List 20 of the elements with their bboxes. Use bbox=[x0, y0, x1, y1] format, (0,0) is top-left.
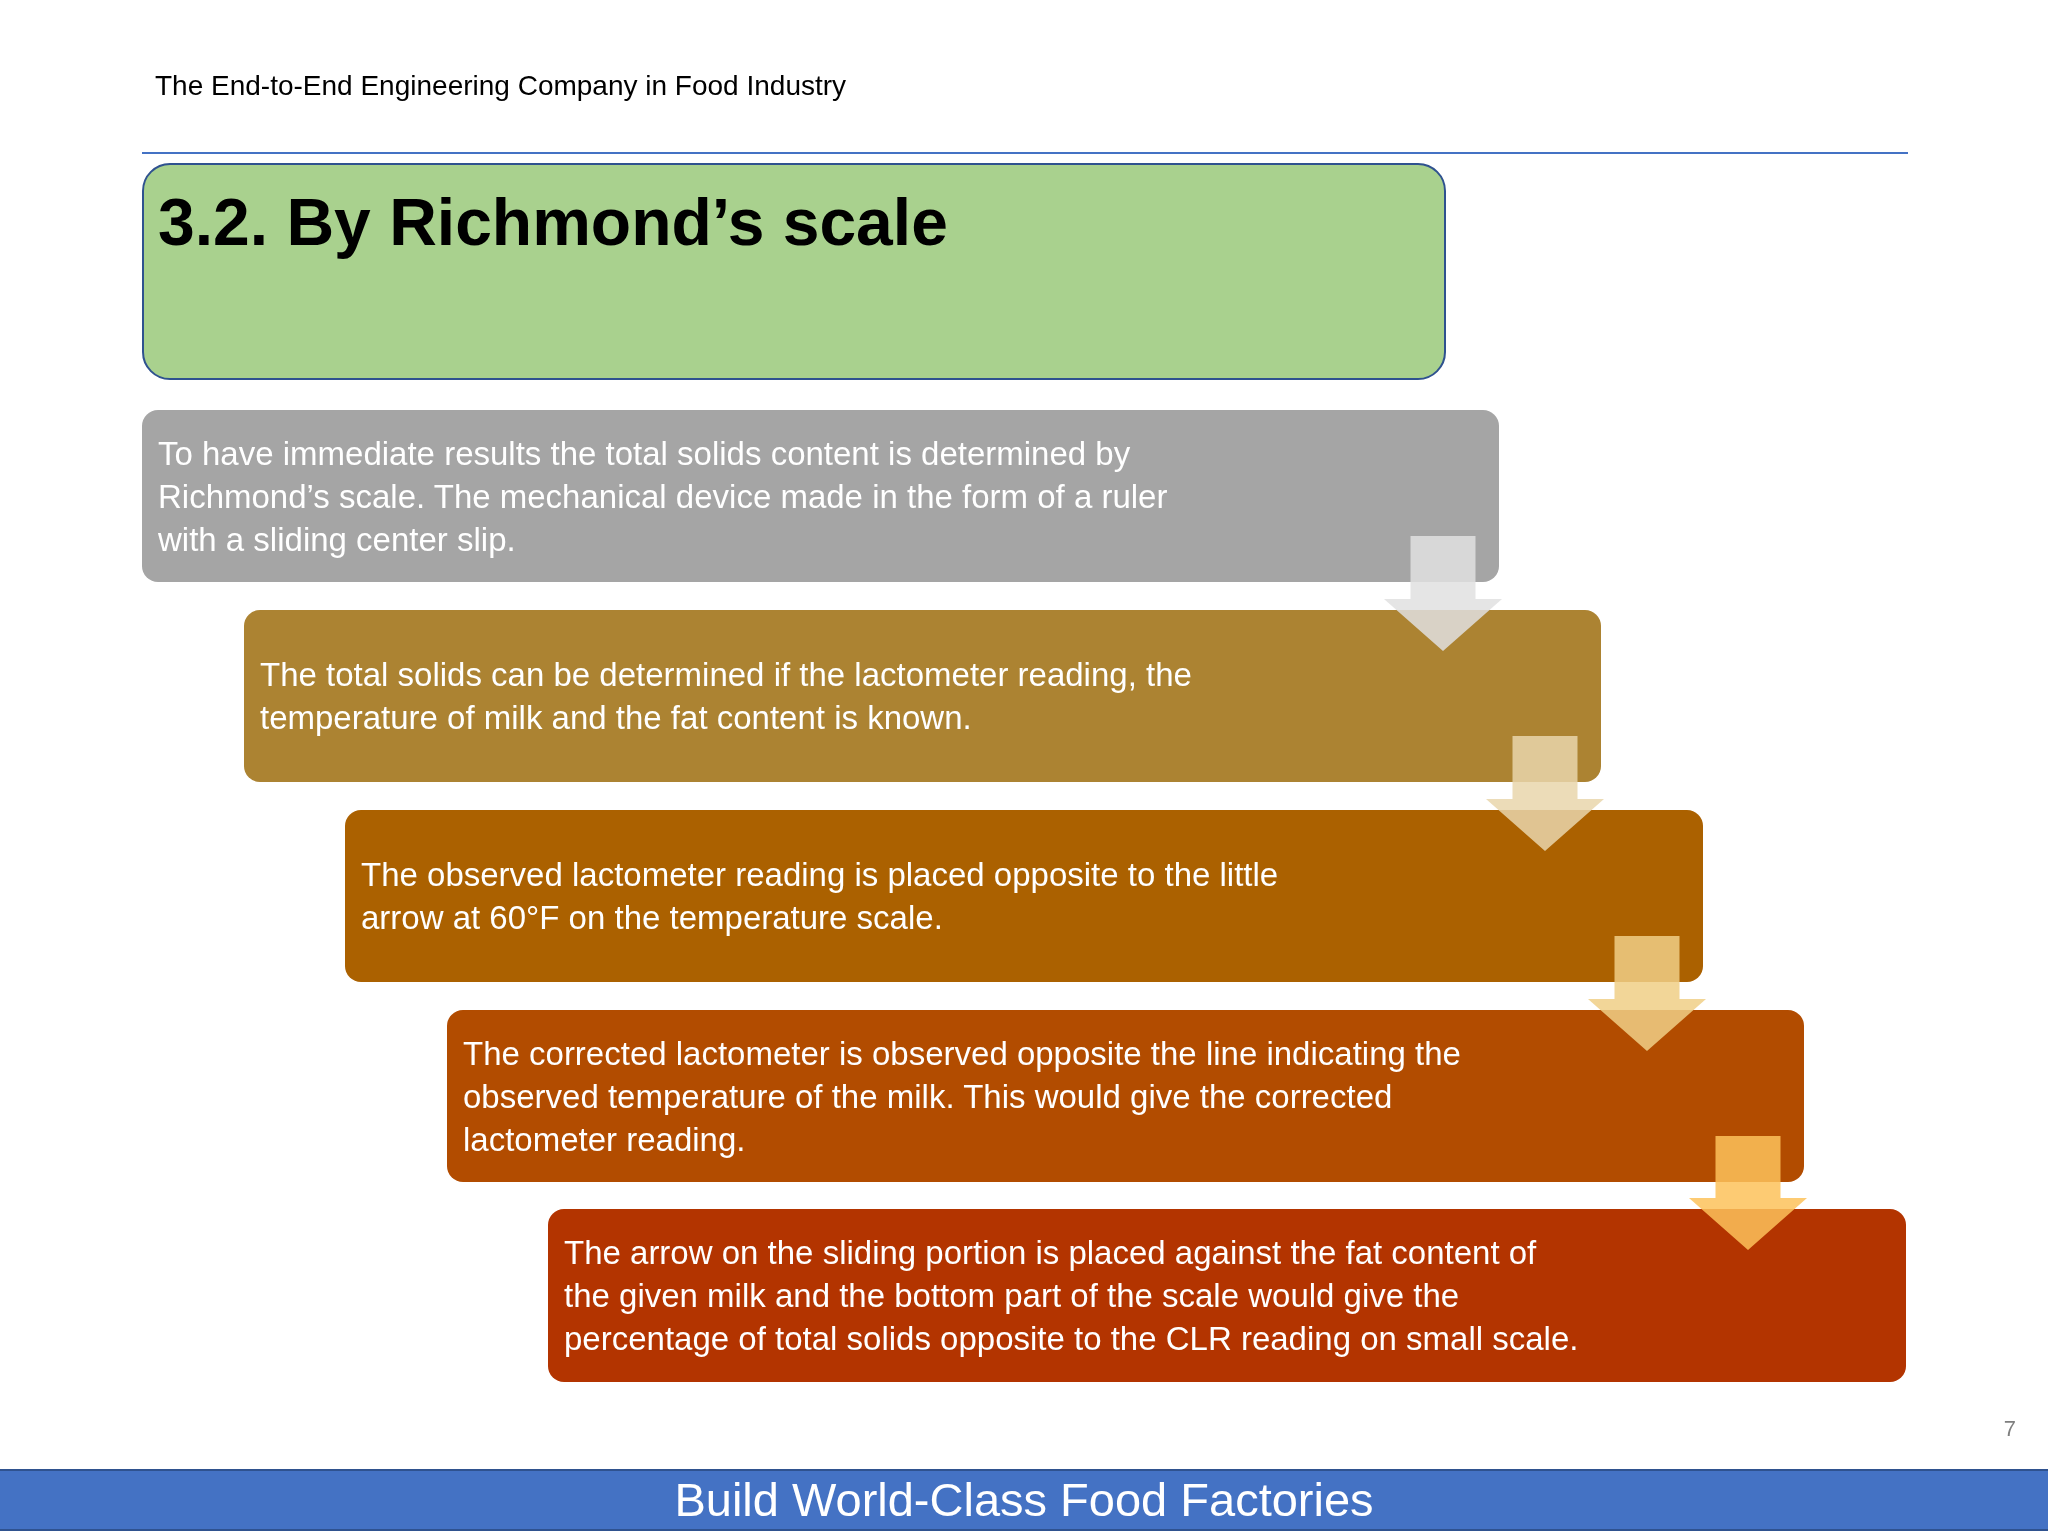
step-box bbox=[548, 1209, 1906, 1382]
footer-banner bbox=[0, 1469, 2048, 1531]
title-box bbox=[142, 163, 1446, 380]
footer-slogan: Build World-Class Food Factories bbox=[674, 1474, 1374, 1526]
step-box bbox=[447, 1010, 1804, 1182]
down-arrow bbox=[1486, 736, 1604, 851]
step-box bbox=[345, 810, 1703, 982]
step-box bbox=[244, 610, 1601, 782]
company-tagline: The End-to-End Engineering Company in Food Industry bbox=[155, 70, 847, 102]
step-text: The corrected lactometer is observed opposite the line indicating the observed temperature of the milk. This would give the corrected lactometer reading. bbox=[463, 1033, 1462, 1160]
slide-title: 3.2. By Richmond’s scale bbox=[158, 184, 949, 261]
step-text: To have immediate results the total solids content is determined by Richmond’s scale. The mechanical device made in the form of a ruler with a sliding center slip. bbox=[158, 433, 1168, 560]
page-number: 7 bbox=[2003, 1416, 2016, 1442]
down-arrow bbox=[1689, 1136, 1807, 1250]
step-text: The total solids can be determined if the lactometer reading, the temperature of milk and the fat content is known. bbox=[260, 655, 1193, 738]
down-arrow bbox=[1588, 936, 1706, 1051]
step-box bbox=[142, 410, 1499, 582]
down-arrow bbox=[1384, 536, 1502, 651]
step-text: The arrow on the sliding portion is placed against the fat content of the given milk and the bottom part of the scale would give the percentage of total solids opposite to the CLR reading on small scale. bbox=[564, 1233, 1580, 1359]
step-text: The observed lactometer reading is placed opposite to the little arrow at 60°F on the temperature scale. bbox=[361, 855, 1280, 938]
